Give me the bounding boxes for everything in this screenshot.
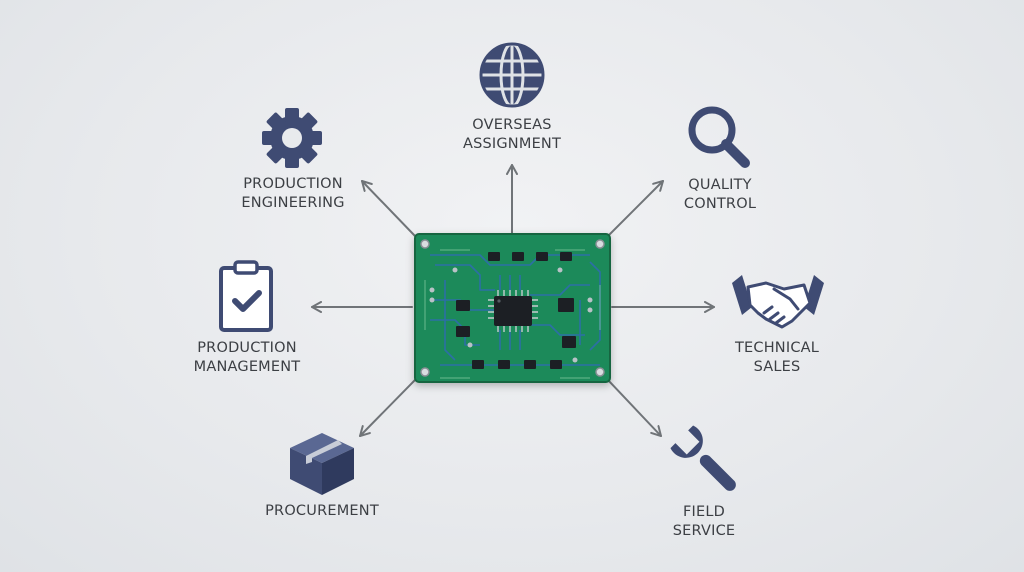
arrow-quality-control: [607, 180, 664, 237]
label-procurement: PROCUREMENT: [265, 503, 379, 519]
connector-arrows: [311, 164, 715, 437]
microcontroller-chip: [488, 290, 538, 332]
arrow-field-service: [607, 379, 662, 437]
clipboard-check-icon: [219, 260, 273, 332]
gear-icon: [262, 108, 322, 168]
arrow-production-engineering: [361, 180, 416, 237]
circuit-board: [414, 233, 611, 383]
arrow-procurement: [359, 379, 416, 437]
wrench-icon: [670, 425, 736, 491]
box-icon: [290, 433, 354, 495]
globe-icon: [479, 42, 545, 108]
magnifier-icon: [688, 106, 750, 168]
handshake-icon: [732, 275, 824, 329]
